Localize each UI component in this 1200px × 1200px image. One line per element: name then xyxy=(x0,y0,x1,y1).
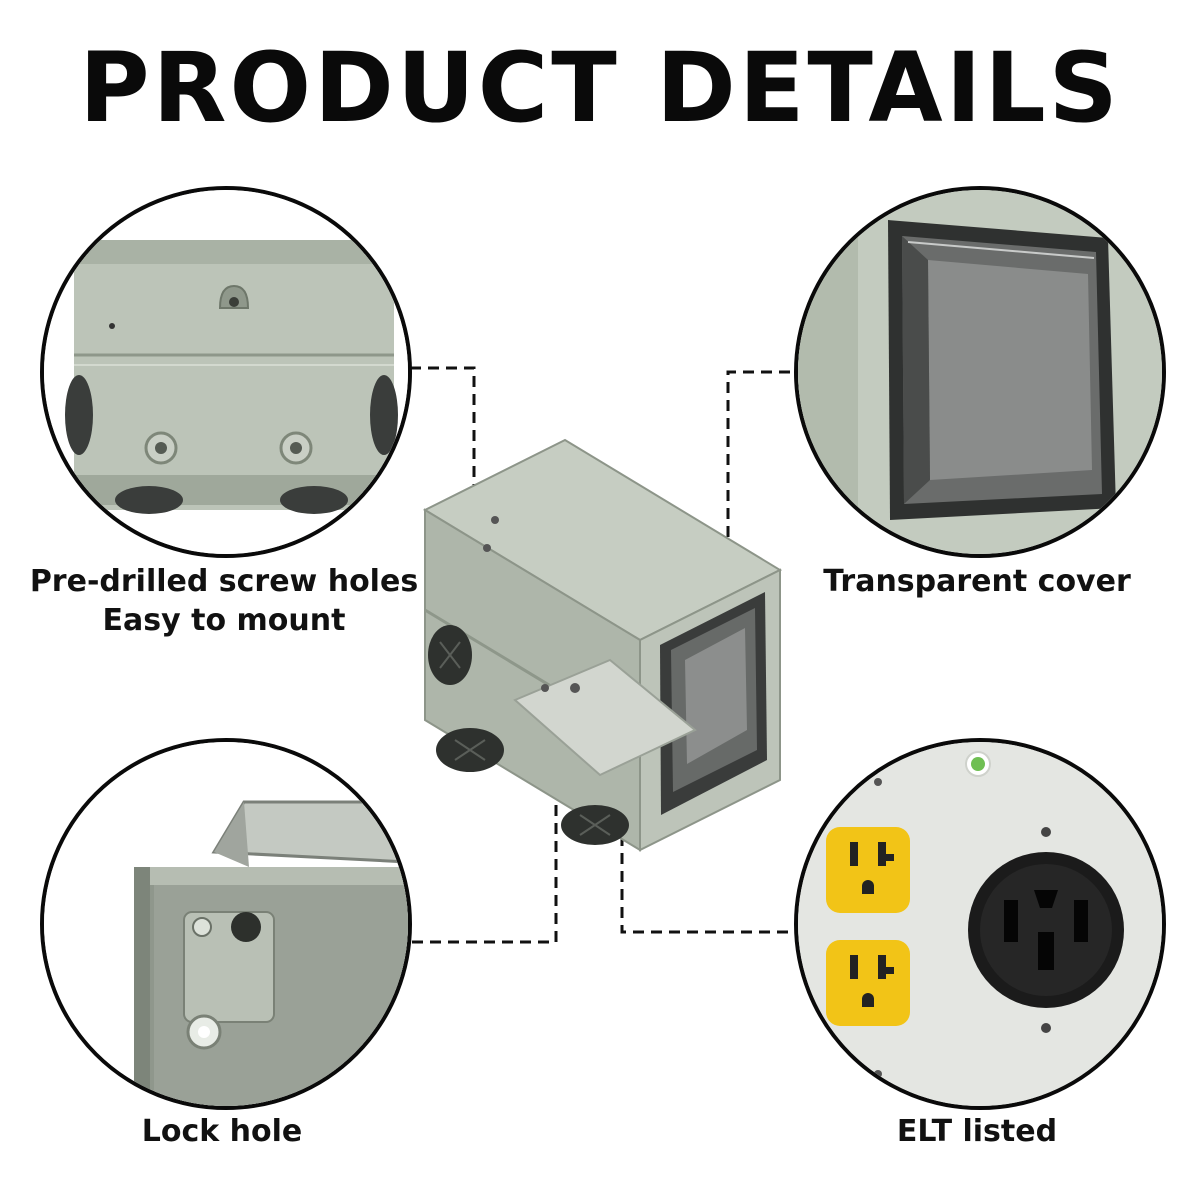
detail-circle-screw-holes xyxy=(40,186,412,558)
detail-circle-elt-listed xyxy=(794,738,1166,1110)
detail-circle-lock-hole xyxy=(40,738,412,1110)
screw-hole-icon xyxy=(279,431,313,465)
knockout-grommet-icon xyxy=(561,805,629,845)
lock-hole-icon xyxy=(231,912,261,942)
weatherproof-power-outlet-box-icon xyxy=(422,438,783,852)
receptacle-50a-icon xyxy=(968,852,1124,1008)
connector-elt xyxy=(620,730,788,934)
connector-screw-holes xyxy=(410,366,476,500)
caption-lock-hole: Lock hole xyxy=(141,1114,303,1149)
page-title: PRODUCT DETAILS xyxy=(79,32,1121,144)
screw-hole-icon xyxy=(144,431,178,465)
indicator-light-icon xyxy=(971,757,985,771)
outlet-20a-bottom-icon xyxy=(826,940,910,1026)
detail-circle-transparent-cover xyxy=(794,186,1166,558)
outlet-20a-top-icon xyxy=(826,827,910,913)
transparent-cover-icon xyxy=(888,220,1116,520)
caption-screw-holes-line1: Pre-drilled screw holes xyxy=(29,564,419,599)
caption-transparent-cover: Transparent cover xyxy=(823,564,1131,599)
product-image xyxy=(395,430,815,860)
caption-elt-listed: ELT listed xyxy=(896,1114,1058,1149)
caption-screw-holes-line2: Easy to mount xyxy=(102,603,346,638)
connector-lock-hole xyxy=(412,680,558,944)
knockout-grommet-icon xyxy=(436,728,504,772)
caption-screw-holes: Pre-drilled screw holes Easy to mount xyxy=(0,562,448,640)
connector-cover xyxy=(726,370,790,600)
knockout-grommet-icon xyxy=(428,625,472,685)
